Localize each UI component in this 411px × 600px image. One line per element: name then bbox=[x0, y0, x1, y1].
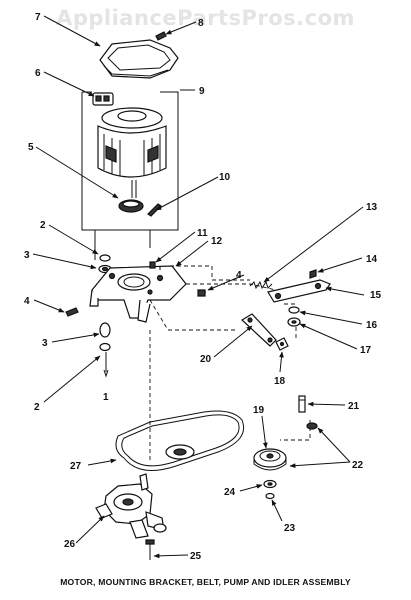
leader-lines bbox=[32, 15, 365, 559]
callout-5: 5 bbox=[28, 142, 34, 153]
motor-cover-part bbox=[99, 39, 179, 79]
idler-lever-part bbox=[241, 313, 277, 347]
motor-pulley-part bbox=[118, 199, 144, 213]
bracket-screw-left-part bbox=[65, 307, 79, 317]
callout-15: 15 bbox=[370, 290, 382, 301]
callout-9: 9 bbox=[199, 86, 205, 97]
pulley-key-part bbox=[147, 203, 162, 217]
motor-part bbox=[81, 91, 179, 231]
callout-27: 27 bbox=[70, 461, 82, 472]
callout-4-left: 4 bbox=[24, 296, 30, 307]
callout-18: 18 bbox=[274, 376, 286, 387]
mounting-bracket-part bbox=[89, 265, 187, 323]
lever-clip-part bbox=[275, 337, 289, 351]
water-pump-part bbox=[95, 473, 167, 539]
idler-washer-part bbox=[287, 306, 301, 327]
grommet-top-part bbox=[98, 254, 112, 274]
callout-16: 16 bbox=[366, 320, 378, 331]
callout-13: 13 bbox=[366, 202, 378, 213]
belt-pulley-part bbox=[165, 444, 195, 460]
idler-screw-part bbox=[197, 289, 206, 297]
idler-clip-part bbox=[309, 269, 317, 279]
idler-pulley-part bbox=[253, 448, 287, 471]
callout-12: 12 bbox=[211, 236, 223, 247]
callout-24: 24 bbox=[224, 487, 236, 498]
callout-10: 10 bbox=[219, 172, 231, 183]
callout-17: 17 bbox=[360, 345, 372, 356]
bracket-screw-part bbox=[149, 261, 156, 269]
callout-labels: 7 8 6 9 5 10 2 11 3 12 4 4 13 14 15 16 1… bbox=[24, 12, 382, 562]
drive-belt-part bbox=[115, 410, 244, 471]
callout-22: 22 bbox=[352, 460, 364, 471]
callout-2-bottom: 2 bbox=[34, 402, 40, 413]
watermark: AppliancePartsPros.com bbox=[56, 6, 355, 30]
callout-7: 7 bbox=[35, 12, 41, 23]
idler-arm-part bbox=[267, 279, 331, 303]
callout-1: 1 bbox=[103, 392, 109, 403]
callout-2-top: 2 bbox=[40, 220, 46, 231]
callout-21: 21 bbox=[348, 401, 360, 412]
idler-spacer-part bbox=[306, 422, 318, 430]
idler-bottom-washer-part bbox=[263, 479, 277, 500]
callout-20: 20 bbox=[200, 354, 212, 365]
grommet-bottom-part bbox=[99, 322, 111, 378]
cover-screw-part bbox=[155, 31, 167, 41]
idler-spring-part bbox=[249, 280, 273, 290]
idler-shaft-part bbox=[298, 395, 306, 413]
callout-14: 14 bbox=[366, 254, 378, 265]
callout-4-right: 4 bbox=[236, 270, 242, 281]
callout-3-top: 3 bbox=[24, 250, 30, 261]
pump-screw-part bbox=[145, 539, 155, 560]
callout-11: 11 bbox=[197, 228, 208, 239]
callout-25: 25 bbox=[190, 551, 202, 562]
callout-26: 26 bbox=[64, 539, 76, 550]
callout-3-bottom: 3 bbox=[42, 338, 48, 349]
callout-19: 19 bbox=[253, 405, 265, 416]
callout-6: 6 bbox=[35, 68, 41, 79]
callout-8: 8 bbox=[198, 18, 204, 29]
callout-23: 23 bbox=[284, 523, 296, 534]
diagram-caption: MOTOR, MOUNTING BRACKET, BELT, PUMP AND … bbox=[60, 577, 351, 587]
motor-switch-part bbox=[92, 92, 114, 106]
